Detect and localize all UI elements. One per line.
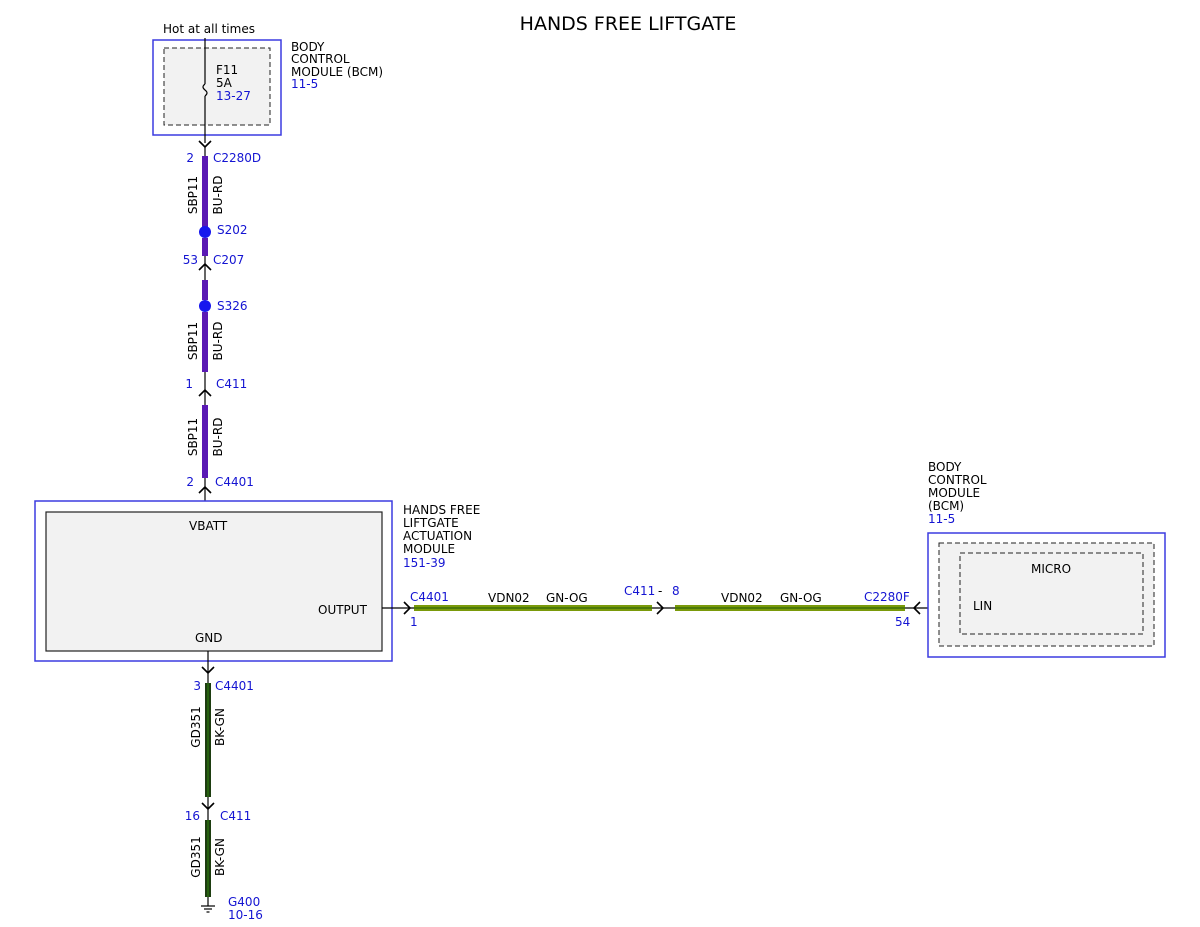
wire-vdn02-color-2: GN-OG bbox=[780, 591, 822, 605]
ground-g400-icon bbox=[201, 897, 215, 913]
wire-sbp11-color-2: BU-RD bbox=[211, 322, 225, 361]
wire-sbp11-circuit-1: SBP11 bbox=[186, 176, 200, 214]
actuation-module-name-1: HANDS FREE bbox=[403, 503, 480, 517]
connector-c411-inline-symbol bbox=[656, 601, 665, 615]
ground-g400-name: G400 bbox=[228, 895, 260, 909]
c411-top-pin: 1 bbox=[185, 377, 193, 391]
connector-c4401-gnd-symbol bbox=[201, 666, 215, 675]
connector-c411-gnd-symbol bbox=[201, 802, 215, 811]
wire-vdn02-circuit-1: VDN02 bbox=[488, 591, 530, 605]
c411-gnd-pin: 16 bbox=[185, 809, 200, 823]
wire-gd351-circuit-1: GD351 bbox=[189, 706, 203, 747]
wire-sbp11-color-3: BU-RD bbox=[211, 418, 225, 457]
bcm-right-name-3: MODULE bbox=[928, 486, 980, 500]
c207-pin: 53 bbox=[183, 253, 198, 267]
c2280d-name: C2280D bbox=[213, 151, 261, 165]
connector-c4401-output-symbol bbox=[403, 601, 412, 615]
micro-label: MICRO bbox=[1031, 562, 1071, 576]
bcm-right-ref: 11-5 bbox=[928, 512, 955, 526]
wire-sbp11-color-1: BU-RD bbox=[211, 176, 225, 215]
c4401-top-pin: 2 bbox=[186, 475, 194, 489]
connector-c4401-top-symbol bbox=[198, 485, 212, 494]
fuse-rating: 5A bbox=[216, 76, 233, 90]
bcm-top-name-3: MODULE (BCM) bbox=[291, 65, 383, 79]
bcm-right-name-4: (BCM) bbox=[928, 499, 964, 513]
hot-at-all-times-label: Hot at all times bbox=[163, 22, 255, 36]
c4401-output-pin: 1 bbox=[410, 615, 418, 629]
micro-box bbox=[959, 552, 1144, 635]
bcm-right-name-2: CONTROL bbox=[928, 473, 987, 487]
c411-gnd-name: C411 bbox=[220, 809, 251, 823]
bcm-top-name-1: BODY bbox=[291, 40, 325, 54]
bcm-top-name-2: CONTROL bbox=[291, 52, 350, 66]
c2280f-name: C2280F bbox=[864, 590, 910, 604]
wire-vdn02-color-1: GN-OG bbox=[546, 591, 588, 605]
bcm-top-ref: 11-5 bbox=[291, 77, 318, 91]
c411-top-name: C411 bbox=[216, 377, 247, 391]
bcm-top-inner-box bbox=[163, 47, 271, 126]
actuation-module-name-3: ACTUATION bbox=[403, 529, 472, 543]
actuation-module-inner-box bbox=[45, 511, 383, 652]
connector-c411-top-symbol bbox=[198, 388, 212, 397]
wire-gd351-circuit-2: GD351 bbox=[189, 836, 203, 877]
c2280d-pin: 2 bbox=[186, 151, 194, 165]
wire-sbp11-circuit-2: SBP11 bbox=[186, 322, 200, 360]
c2280f-pin: 54 bbox=[895, 615, 910, 629]
wire-gd351-color-2: BK-GN bbox=[213, 838, 227, 876]
module-pin-vbatt: VBATT bbox=[189, 519, 228, 533]
c4401-gnd-name: C4401 bbox=[215, 679, 254, 693]
splice-s326 bbox=[199, 300, 211, 312]
splice-s202 bbox=[199, 226, 211, 238]
ground-g400-ref: 10-16 bbox=[228, 908, 263, 922]
splice-s202-label: S202 bbox=[217, 223, 248, 237]
lin-pin-label: LIN bbox=[973, 599, 992, 613]
diagram-title: HANDS FREE LIFTGATE bbox=[520, 13, 737, 35]
fuse-ref: 13-27 bbox=[216, 89, 251, 103]
fuse-name: F11 bbox=[216, 63, 238, 77]
module-pin-gnd: GND bbox=[195, 631, 223, 645]
module-pin-output: OUTPUT bbox=[318, 603, 368, 617]
c4401-top-name: C4401 bbox=[215, 475, 254, 489]
c411-inline-pin: 8 bbox=[672, 584, 680, 598]
wire-gd351-color-1: BK-GN bbox=[213, 708, 227, 746]
splice-s326-label: S326 bbox=[217, 299, 248, 313]
c4401-gnd-pin: 3 bbox=[193, 679, 201, 693]
actuation-module-name-2: LIFTGATE bbox=[403, 516, 459, 530]
fuse-f11-symbol bbox=[202, 83, 208, 97]
bcm-right-name-1: BODY bbox=[928, 460, 962, 474]
c411-inline-separator: - bbox=[658, 584, 662, 598]
connector-c2280f-symbol bbox=[912, 601, 921, 615]
wire-vdn02-circuit-2: VDN02 bbox=[721, 591, 763, 605]
actuation-module-name-4: MODULE bbox=[403, 542, 455, 556]
c411-inline-name: C411 bbox=[624, 584, 655, 598]
c4401-output-name: C4401 bbox=[410, 590, 449, 604]
actuation-module-ref: 151-39 bbox=[403, 556, 446, 570]
wire-sbp11-circuit-3: SBP11 bbox=[186, 418, 200, 456]
connector-c207-symbol bbox=[198, 262, 212, 271]
c207-name: C207 bbox=[213, 253, 244, 267]
